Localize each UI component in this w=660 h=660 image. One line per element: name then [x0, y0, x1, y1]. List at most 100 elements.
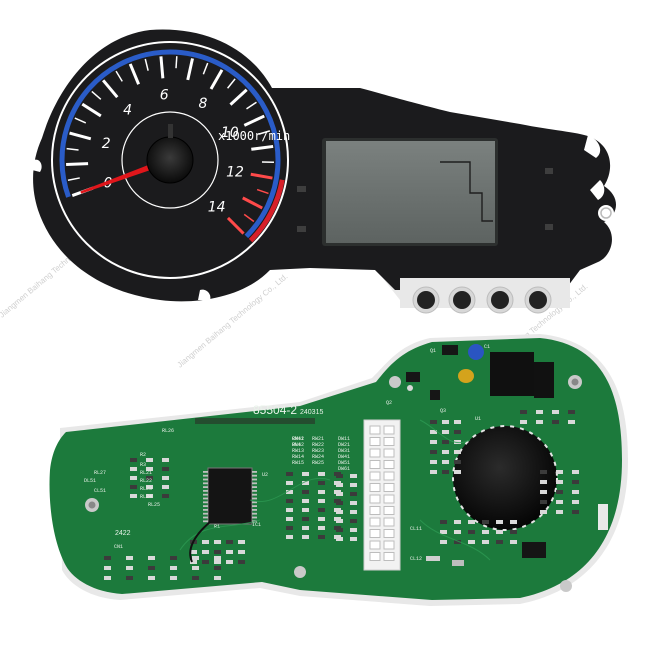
smd-component: [572, 480, 579, 484]
smd-component: [162, 485, 169, 489]
notch: [198, 289, 211, 300]
scale-label-8: 8: [199, 96, 208, 112]
smd-component: [440, 520, 447, 524]
ic-pin: [203, 501, 208, 504]
connector-pin: [369, 425, 381, 435]
silkscreen-label: RW21: [312, 436, 324, 442]
connector-pin: [383, 517, 395, 527]
needle-hub: [146, 136, 194, 184]
smd-component: [226, 560, 233, 564]
silkscreen-label: R2: [140, 452, 146, 458]
smd-component: [482, 540, 489, 544]
smd-component: [454, 530, 461, 534]
smd-component: [336, 474, 343, 478]
redline-zone: [248, 179, 285, 243]
smd-component: [104, 566, 111, 570]
smd-component: [146, 476, 153, 480]
scale-label-12: 12: [226, 164, 244, 180]
connector-pin: [369, 506, 381, 515]
silkscreen-label: DW51: [338, 460, 350, 466]
ic-pin: [203, 482, 208, 485]
wire-connector: [363, 419, 401, 571]
connector-pin: [383, 471, 395, 481]
smd-component: [126, 566, 133, 570]
silkscreen-label: CN1: [114, 544, 123, 550]
lcd-pin-row: [195, 418, 315, 424]
connector-pin: [383, 552, 395, 561]
minor-tick: [74, 117, 87, 124]
smd-component: [454, 440, 461, 444]
smd-component: [536, 420, 543, 424]
silkscreen-label: DL51: [84, 478, 96, 484]
smd-component: [454, 470, 461, 474]
silkscreen-label: RL27: [94, 470, 106, 476]
ic-pin: [252, 471, 257, 473]
silkscreen-label: CN42: [292, 436, 304, 442]
smd-component: [350, 510, 357, 514]
smd-component: [556, 490, 563, 494]
ic-pin: [203, 520, 208, 523]
major-tick: [243, 114, 265, 127]
connector-pin: [369, 437, 381, 446]
major-tick: [128, 63, 141, 85]
silkscreen-labels: RW11RW12RW13RW14RW15RW21RW22RW23RW24RW25…: [84, 344, 490, 562]
silkscreen-label: RL25: [148, 502, 160, 508]
buzzer-outline: [452, 425, 558, 531]
ic-pin: [252, 501, 257, 504]
ic-pin: [203, 486, 208, 488]
smd-component: [350, 537, 357, 541]
smd-component: [130, 485, 137, 489]
smd-component: [238, 540, 245, 544]
smd-component: [442, 420, 449, 424]
smd-component: [540, 500, 547, 504]
smd-component: [552, 410, 559, 414]
smd-component: [226, 550, 233, 554]
smd-component: [440, 530, 447, 534]
smd-component: [454, 520, 461, 524]
trace: [249, 477, 331, 503]
pcb-part-number: 85504-2: [253, 403, 297, 417]
smd-component: [170, 566, 177, 570]
major-tick: [102, 79, 119, 99]
pcb-mount-hole-center: [571, 378, 579, 386]
smd-component: [170, 556, 177, 560]
connector-pin: [383, 448, 395, 458]
minor-tick: [115, 70, 123, 82]
minor-tick: [256, 188, 269, 195]
smd-component: [350, 492, 357, 496]
smd-component: [148, 576, 155, 580]
major-tick: [209, 69, 224, 90]
smd-component: [202, 550, 209, 554]
smd-component: [190, 560, 197, 564]
smd-component: [440, 540, 447, 544]
minor-tick: [66, 147, 79, 151]
silkscreen-label: DW11: [338, 436, 350, 442]
smd-component: [572, 510, 579, 514]
smd-component: [214, 560, 221, 564]
smd-component: [536, 410, 543, 414]
trace: [179, 519, 261, 551]
minor-tick: [227, 78, 236, 89]
inner-ring: [121, 111, 219, 209]
ic-pin: [252, 516, 257, 519]
scale-label-6: 6: [160, 87, 169, 103]
smd-component: [146, 485, 153, 489]
ic-pin: [203, 516, 208, 519]
smd-component: [350, 474, 357, 478]
silkscreen-label: DW31: [338, 448, 350, 454]
silkscreen-label: RW15: [292, 460, 304, 466]
major-tick: [242, 196, 263, 210]
connector-pin: [369, 540, 381, 550]
connector-pin: [369, 460, 381, 469]
smd-component: [126, 556, 133, 560]
smd-component: [568, 410, 575, 414]
smd-component: [350, 501, 357, 505]
silkscreen-label: Q3: [440, 408, 446, 414]
minor-tick: [258, 130, 271, 135]
connector-pin: [369, 529, 381, 538]
trace: [419, 419, 471, 444]
side-pad: [598, 504, 608, 530]
ic-pin: [252, 497, 257, 500]
smd-component: [286, 499, 293, 503]
outer-ring: [51, 41, 289, 279]
